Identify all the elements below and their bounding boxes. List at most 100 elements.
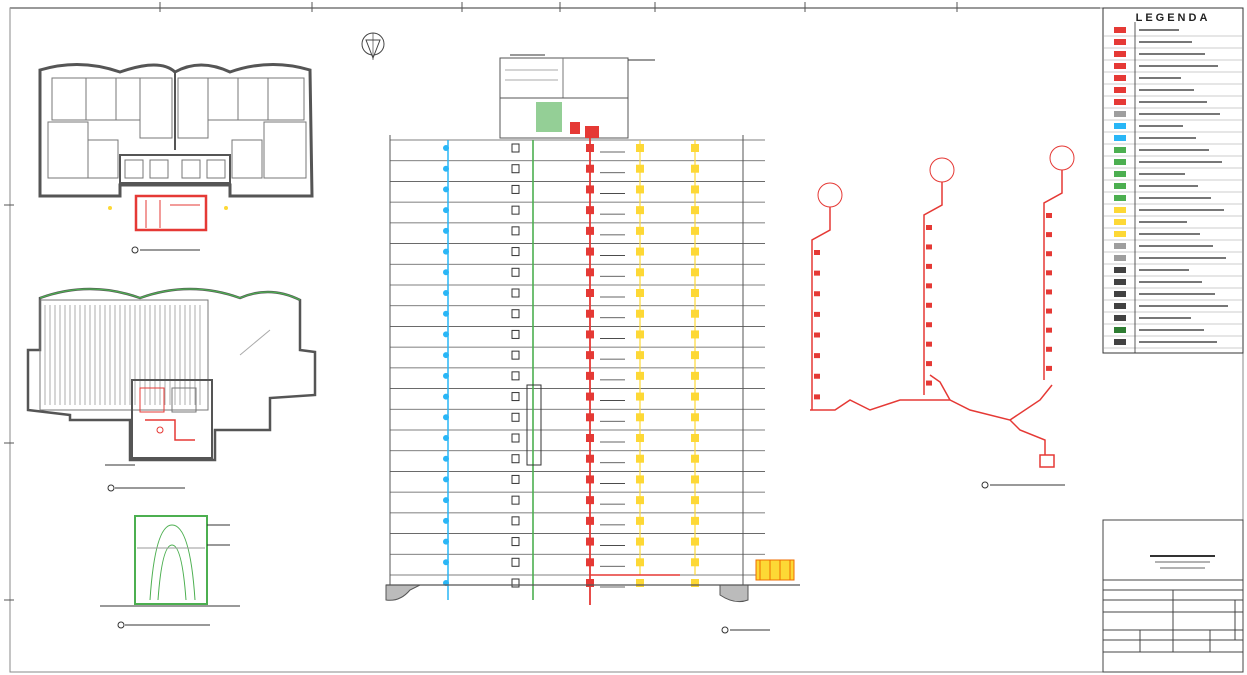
sprinkler-branch: [814, 270, 820, 276]
cold-water-outlet: [443, 248, 449, 255]
hot-water-outlet: [691, 475, 699, 484]
hot-water-outlet: [691, 413, 699, 422]
legend-row-text-line: [1139, 125, 1183, 127]
title-block: [1102, 519, 1244, 673]
legend-row-text-line: [1139, 257, 1226, 259]
fire-hydrant-symbol: [586, 206, 594, 215]
legend-swatch: [1114, 27, 1126, 33]
hot-water-outlet: [636, 247, 644, 256]
hot-water-outlet: [636, 516, 644, 525]
valve-symbol: [511, 247, 520, 257]
hot-water-outlet: [636, 185, 644, 194]
sprinkler-branch: [814, 332, 820, 338]
sprinkler-branch: [1046, 327, 1052, 333]
sprinkler-branch: [926, 225, 932, 230]
sprinkler-branch: [814, 291, 820, 297]
fire-hydrant-symbol: [586, 537, 594, 546]
legend-swatch: [1114, 87, 1126, 93]
sprinkler-branch: [1046, 213, 1052, 218]
hot-water-outlet: [636, 309, 644, 318]
hot-water-outlet: [636, 579, 644, 587]
fire-hydrant-symbol: [586, 558, 594, 567]
fire-hydrant-symbol: [586, 289, 594, 297]
cold-water-outlet: [443, 372, 449, 379]
legend-swatch: [1114, 339, 1126, 345]
legend-row-text-line: [1139, 149, 1209, 151]
valve-symbol: [511, 350, 520, 360]
hot-water-outlet: [691, 268, 699, 277]
cold-water-outlet: [443, 207, 449, 214]
cold-water-outlet: [443, 455, 449, 462]
hot-water-outlet: [636, 330, 644, 339]
cold-water-outlet: [443, 435, 449, 441]
hot-water-outlet: [636, 413, 644, 422]
riser-tag: [817, 182, 843, 208]
hot-water-outlet: [636, 434, 644, 442]
hot-water-outlet: [636, 206, 644, 215]
detail-tank-section: [100, 515, 240, 629]
sprinkler-branch: [1046, 270, 1052, 276]
legend-swatch: [1114, 303, 1126, 309]
legend-row-text-line: [1139, 233, 1200, 235]
hot-water-outlet: [691, 392, 699, 401]
sprinkler-branch: [926, 322, 932, 328]
hot-water-outlet: [636, 268, 644, 277]
cold-water-outlet: [443, 290, 449, 296]
hot-water-outlet: [691, 206, 699, 215]
legend-row-text-line: [1139, 185, 1198, 187]
sprinkler-branch: [926, 361, 932, 367]
north-arrow-icon: [361, 32, 385, 60]
legend-swatch: [1114, 111, 1126, 117]
hot-water-outlet: [636, 537, 644, 546]
valve-symbol: [511, 433, 520, 443]
fire-hydrant-symbol: [586, 351, 594, 360]
cold-water-outlet: [443, 165, 449, 172]
fire-riser-pipe: [1043, 170, 1063, 380]
legend-swatch: [1114, 231, 1126, 237]
legend-row-text-line: [1139, 317, 1191, 319]
hot-water-outlet: [691, 579, 699, 587]
valve-symbol: [511, 557, 520, 567]
hot-water-outlet: [691, 558, 699, 567]
legend-swatch: [1114, 315, 1126, 321]
legend-row-text-line: [1139, 161, 1222, 163]
legend-swatch: [1114, 171, 1126, 177]
fire-hydrant-symbol: [586, 579, 594, 587]
cold-water-outlet: [443, 414, 449, 421]
fire-hydrant-symbol: [586, 164, 594, 173]
legend-swatch: [1114, 291, 1126, 297]
legend-row-text-line: [1139, 29, 1179, 31]
fire-hydrant-symbol: [586, 392, 594, 401]
legend-swatch: [1114, 63, 1126, 69]
cold-water-outlet: [443, 559, 449, 566]
hot-water-outlet: [636, 392, 644, 401]
cold-water-outlet: [443, 186, 449, 193]
legend-swatch: [1114, 75, 1126, 81]
legend-swatch: [1114, 183, 1126, 189]
cold-water-outlet: [443, 393, 449, 400]
legend-row-text-line: [1139, 173, 1185, 175]
legend-row-text-line: [1139, 197, 1211, 199]
hot-water-outlet: [636, 144, 644, 152]
legend-swatch: [1114, 219, 1126, 225]
legend-swatch: [1114, 159, 1126, 165]
legend-row-text-line: [1139, 305, 1228, 307]
legend-swatch: [1114, 147, 1126, 153]
hot-water-outlet: [691, 309, 699, 318]
cold-water-outlet: [443, 517, 449, 524]
fire-hydrant-symbol: [586, 496, 594, 505]
legend-swatch: [1114, 51, 1126, 57]
valve-symbol: [511, 309, 520, 319]
legend-row-text-line: [1139, 341, 1217, 343]
sprinkler-branch: [926, 283, 932, 289]
hot-water-outlet: [636, 226, 644, 235]
valve-symbol: [511, 474, 520, 484]
hot-water-outlet: [691, 351, 699, 360]
hot-water-outlet: [691, 371, 699, 380]
valve-symbol: [511, 143, 520, 153]
fire-hydrant-symbol: [586, 413, 594, 422]
hot-water-outlet: [636, 475, 644, 484]
valve-symbol: [511, 226, 520, 236]
fire-riser-pipe: [923, 182, 943, 395]
